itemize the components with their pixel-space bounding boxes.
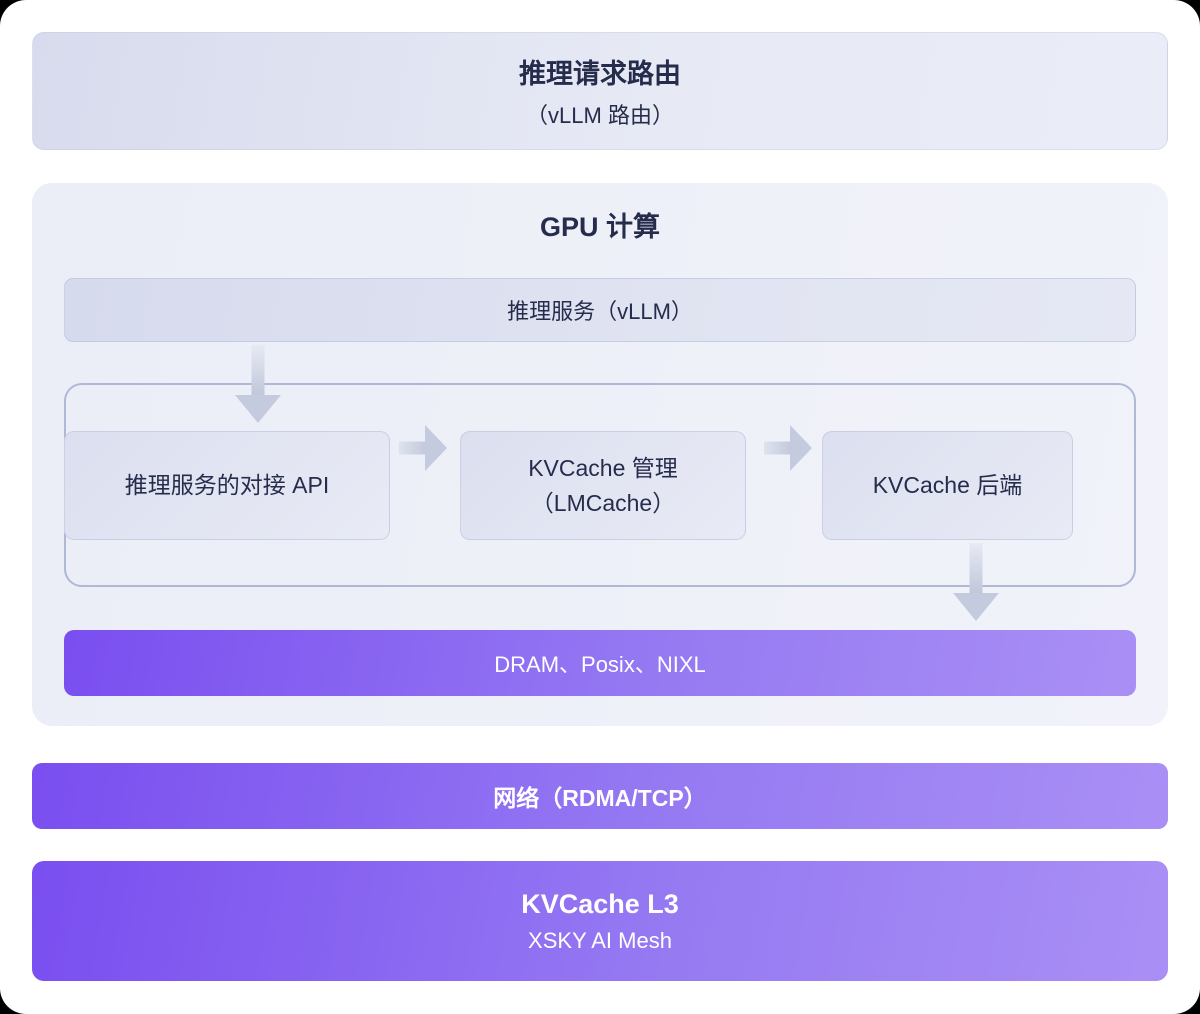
routing-box-title: 推理请求路由 xyxy=(519,59,681,89)
pipeline-box-kvcache-management: KVCache 管理 （LMCache） xyxy=(460,431,746,540)
inference-request-routing-box: 推理请求路由 （vLLM 路由） xyxy=(32,32,1168,150)
kvcache-l3-subtitle: XSKY AI Mesh xyxy=(528,927,672,953)
pipeline-box-api-label: 推理服务的对接 API xyxy=(124,472,330,498)
storage-backends-bar: DRAM、Posix、NIXL xyxy=(64,630,1136,696)
pipeline-box-kvcache-management-label: KVCache 管理 xyxy=(528,454,678,481)
pipeline-box-api: 推理服务的对接 API xyxy=(64,431,390,540)
kvcache-l3-title: KVCache L3 xyxy=(521,888,679,919)
routing-box-subtitle: （vLLM 路由） xyxy=(526,103,674,128)
gpu-panel-title: GPU 计算 xyxy=(539,212,660,242)
gpu-compute-panel: GPU 计算 推理服务（vLLM） 推理服务的对接 API KVCache 管理… xyxy=(32,183,1168,726)
inference-service-bar: 推理服务（vLLM） xyxy=(64,278,1136,342)
pipeline-box-kvcache-management-sublabel: （LMCache） xyxy=(530,489,676,516)
kvcache-l3-box: KVCache L3 XSKY AI Mesh xyxy=(32,861,1168,981)
pipeline-box-kvcache-backend: KVCache 后端 xyxy=(822,431,1073,540)
network-bar: 网络（RDMA/TCP） xyxy=(32,763,1168,829)
pipeline-box-kvcache-backend-label: KVCache 后端 xyxy=(872,472,1023,498)
